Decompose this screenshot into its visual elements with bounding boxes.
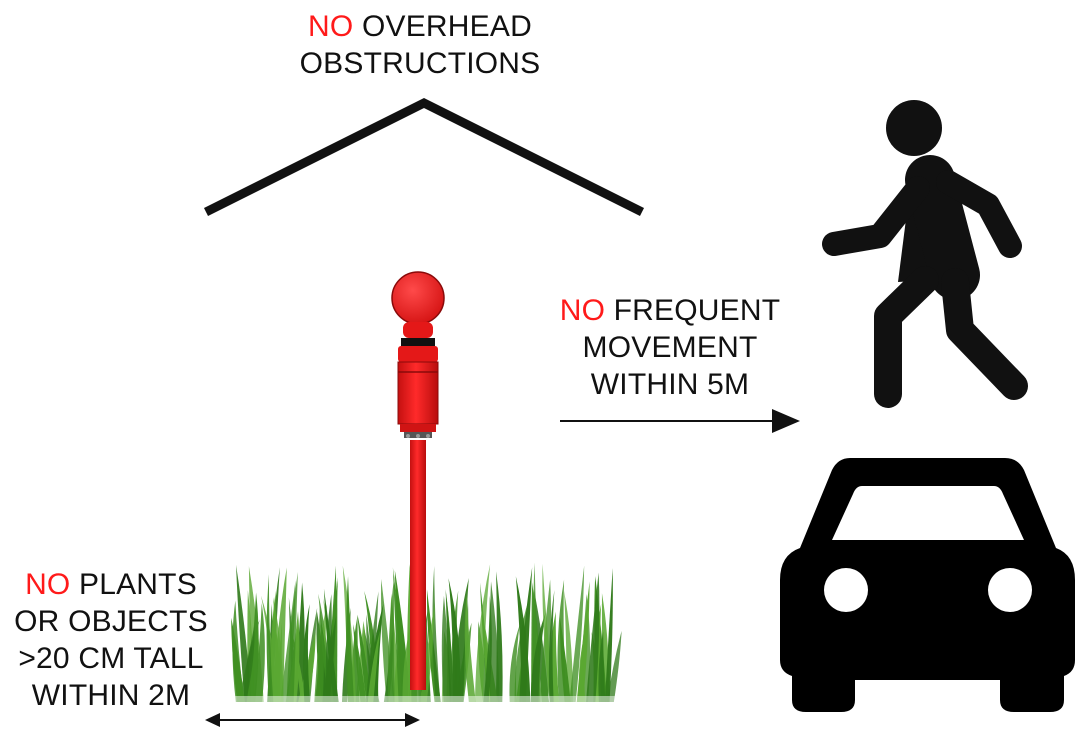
car-headlight-left	[824, 568, 868, 612]
grass-blade	[388, 574, 395, 702]
walking-person-icon	[834, 100, 1014, 394]
label-no-movement: NO FREQUENT MOVEMENT WITHIN 5M	[510, 292, 830, 403]
sensor-neck	[403, 322, 433, 338]
label-plants-rest: PLANTS	[70, 568, 196, 601]
sensor-pole	[410, 440, 426, 690]
no-word: NO	[308, 10, 353, 43]
sensor-flange	[400, 424, 436, 432]
roof-icon	[206, 103, 642, 212]
sensor-cap	[398, 346, 438, 362]
no-word: NO	[25, 568, 70, 601]
distance-arrow	[205, 713, 420, 727]
label-plants-line2: OR OBJECTS	[0, 603, 222, 640]
label-plants-line3: >20 CM TALL	[0, 640, 222, 677]
label-movement-rest: FREQUENT	[605, 294, 780, 327]
label-movement-line2: MOVEMENT	[510, 329, 830, 366]
label-plants-line4: WITHIN 2M	[0, 677, 222, 714]
car-icon	[780, 458, 1075, 712]
grass-icon	[231, 563, 621, 706]
grass-blade	[346, 576, 354, 702]
label-no-overhead: NO OVERHEAD OBSTRUCTIONS	[270, 8, 570, 82]
grass-blade	[465, 594, 476, 702]
label-movement-line3: WITHIN 5M	[510, 366, 830, 403]
car-windshield	[832, 486, 1024, 540]
no-word: NO	[560, 294, 605, 327]
label-no-plants: NO PLANTS OR OBJECTS >20 CM TALL WITHIN …	[0, 566, 222, 714]
label-plants-line1: NO PLANTS	[0, 566, 222, 603]
label-overhead-line1: NO OVERHEAD	[270, 8, 570, 45]
sensor-globe	[392, 272, 444, 324]
label-overhead-line2: OBSTRUCTIONS	[270, 45, 570, 82]
sensor-ring	[401, 338, 435, 346]
car-headlight-right	[988, 568, 1032, 612]
label-overhead-rest: OVERHEAD	[353, 10, 532, 43]
grass-base-fade	[235, 696, 620, 706]
label-movement-line1: NO FREQUENT	[510, 292, 830, 329]
